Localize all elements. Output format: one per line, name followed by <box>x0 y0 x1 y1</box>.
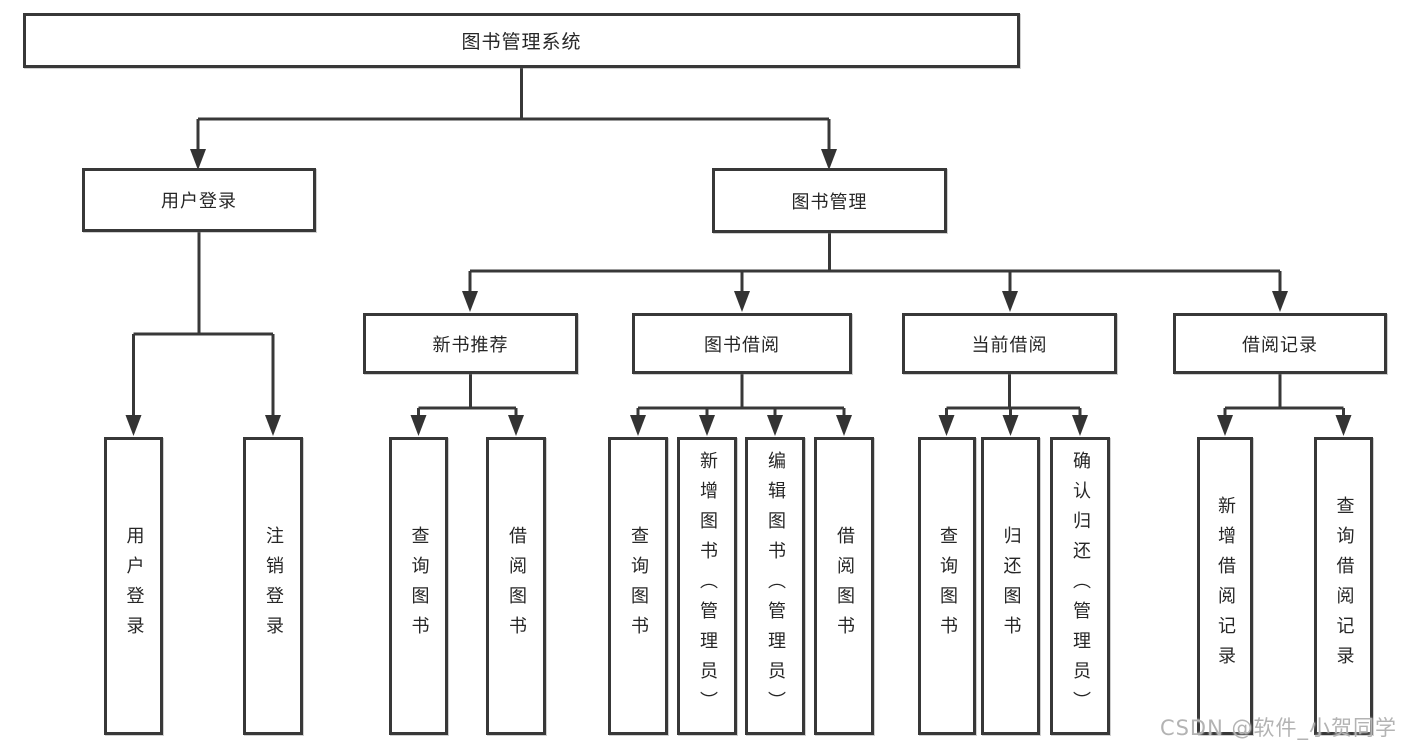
leaf-borrow-add-books-admin: 新增图书（管理员） <box>677 437 737 735</box>
node-borrow-records: 借阅记录 <box>1173 313 1387 374</box>
connector-arrowheads <box>125 149 1352 436</box>
connector-lines <box>132 68 1345 418</box>
csdn-watermark: CSDN @软件_小贺同学 <box>1159 716 1397 740</box>
node-current-borrowing: 当前借阅 <box>902 313 1117 374</box>
leaf-borrow-query-books: 查询图书 <box>608 437 668 735</box>
node-user-login: 用户登录 <box>82 168 316 232</box>
leaf-newbooks-borrow-books: 借阅图书 <box>486 437 546 735</box>
node-root-system: 图书管理系统 <box>23 13 1020 68</box>
leaf-records-add-record: 新增借阅记录 <box>1197 437 1253 735</box>
leaf-borrow-borrow-books: 借阅图书 <box>814 437 874 735</box>
leaf-records-query-record: 查询借阅记录 <box>1314 437 1373 735</box>
node-new-book-recommend: 新书推荐 <box>363 313 578 374</box>
node-book-borrowing: 图书借阅 <box>632 313 852 374</box>
leaf-borrow-edit-books-admin: 编辑图书（管理员） <box>745 437 805 735</box>
node-book-management: 图书管理 <box>712 168 947 233</box>
leaf-user-login: 用户登录 <box>104 437 163 735</box>
leaf-current-confirm-return-admin: 确认归还（管理员） <box>1050 437 1110 735</box>
leaf-current-query-books: 查询图书 <box>918 437 976 735</box>
leaf-newbooks-query-books: 查询图书 <box>389 437 448 735</box>
leaf-logout: 注销登录 <box>243 437 303 735</box>
leaf-current-return-books: 归还图书 <box>981 437 1040 735</box>
